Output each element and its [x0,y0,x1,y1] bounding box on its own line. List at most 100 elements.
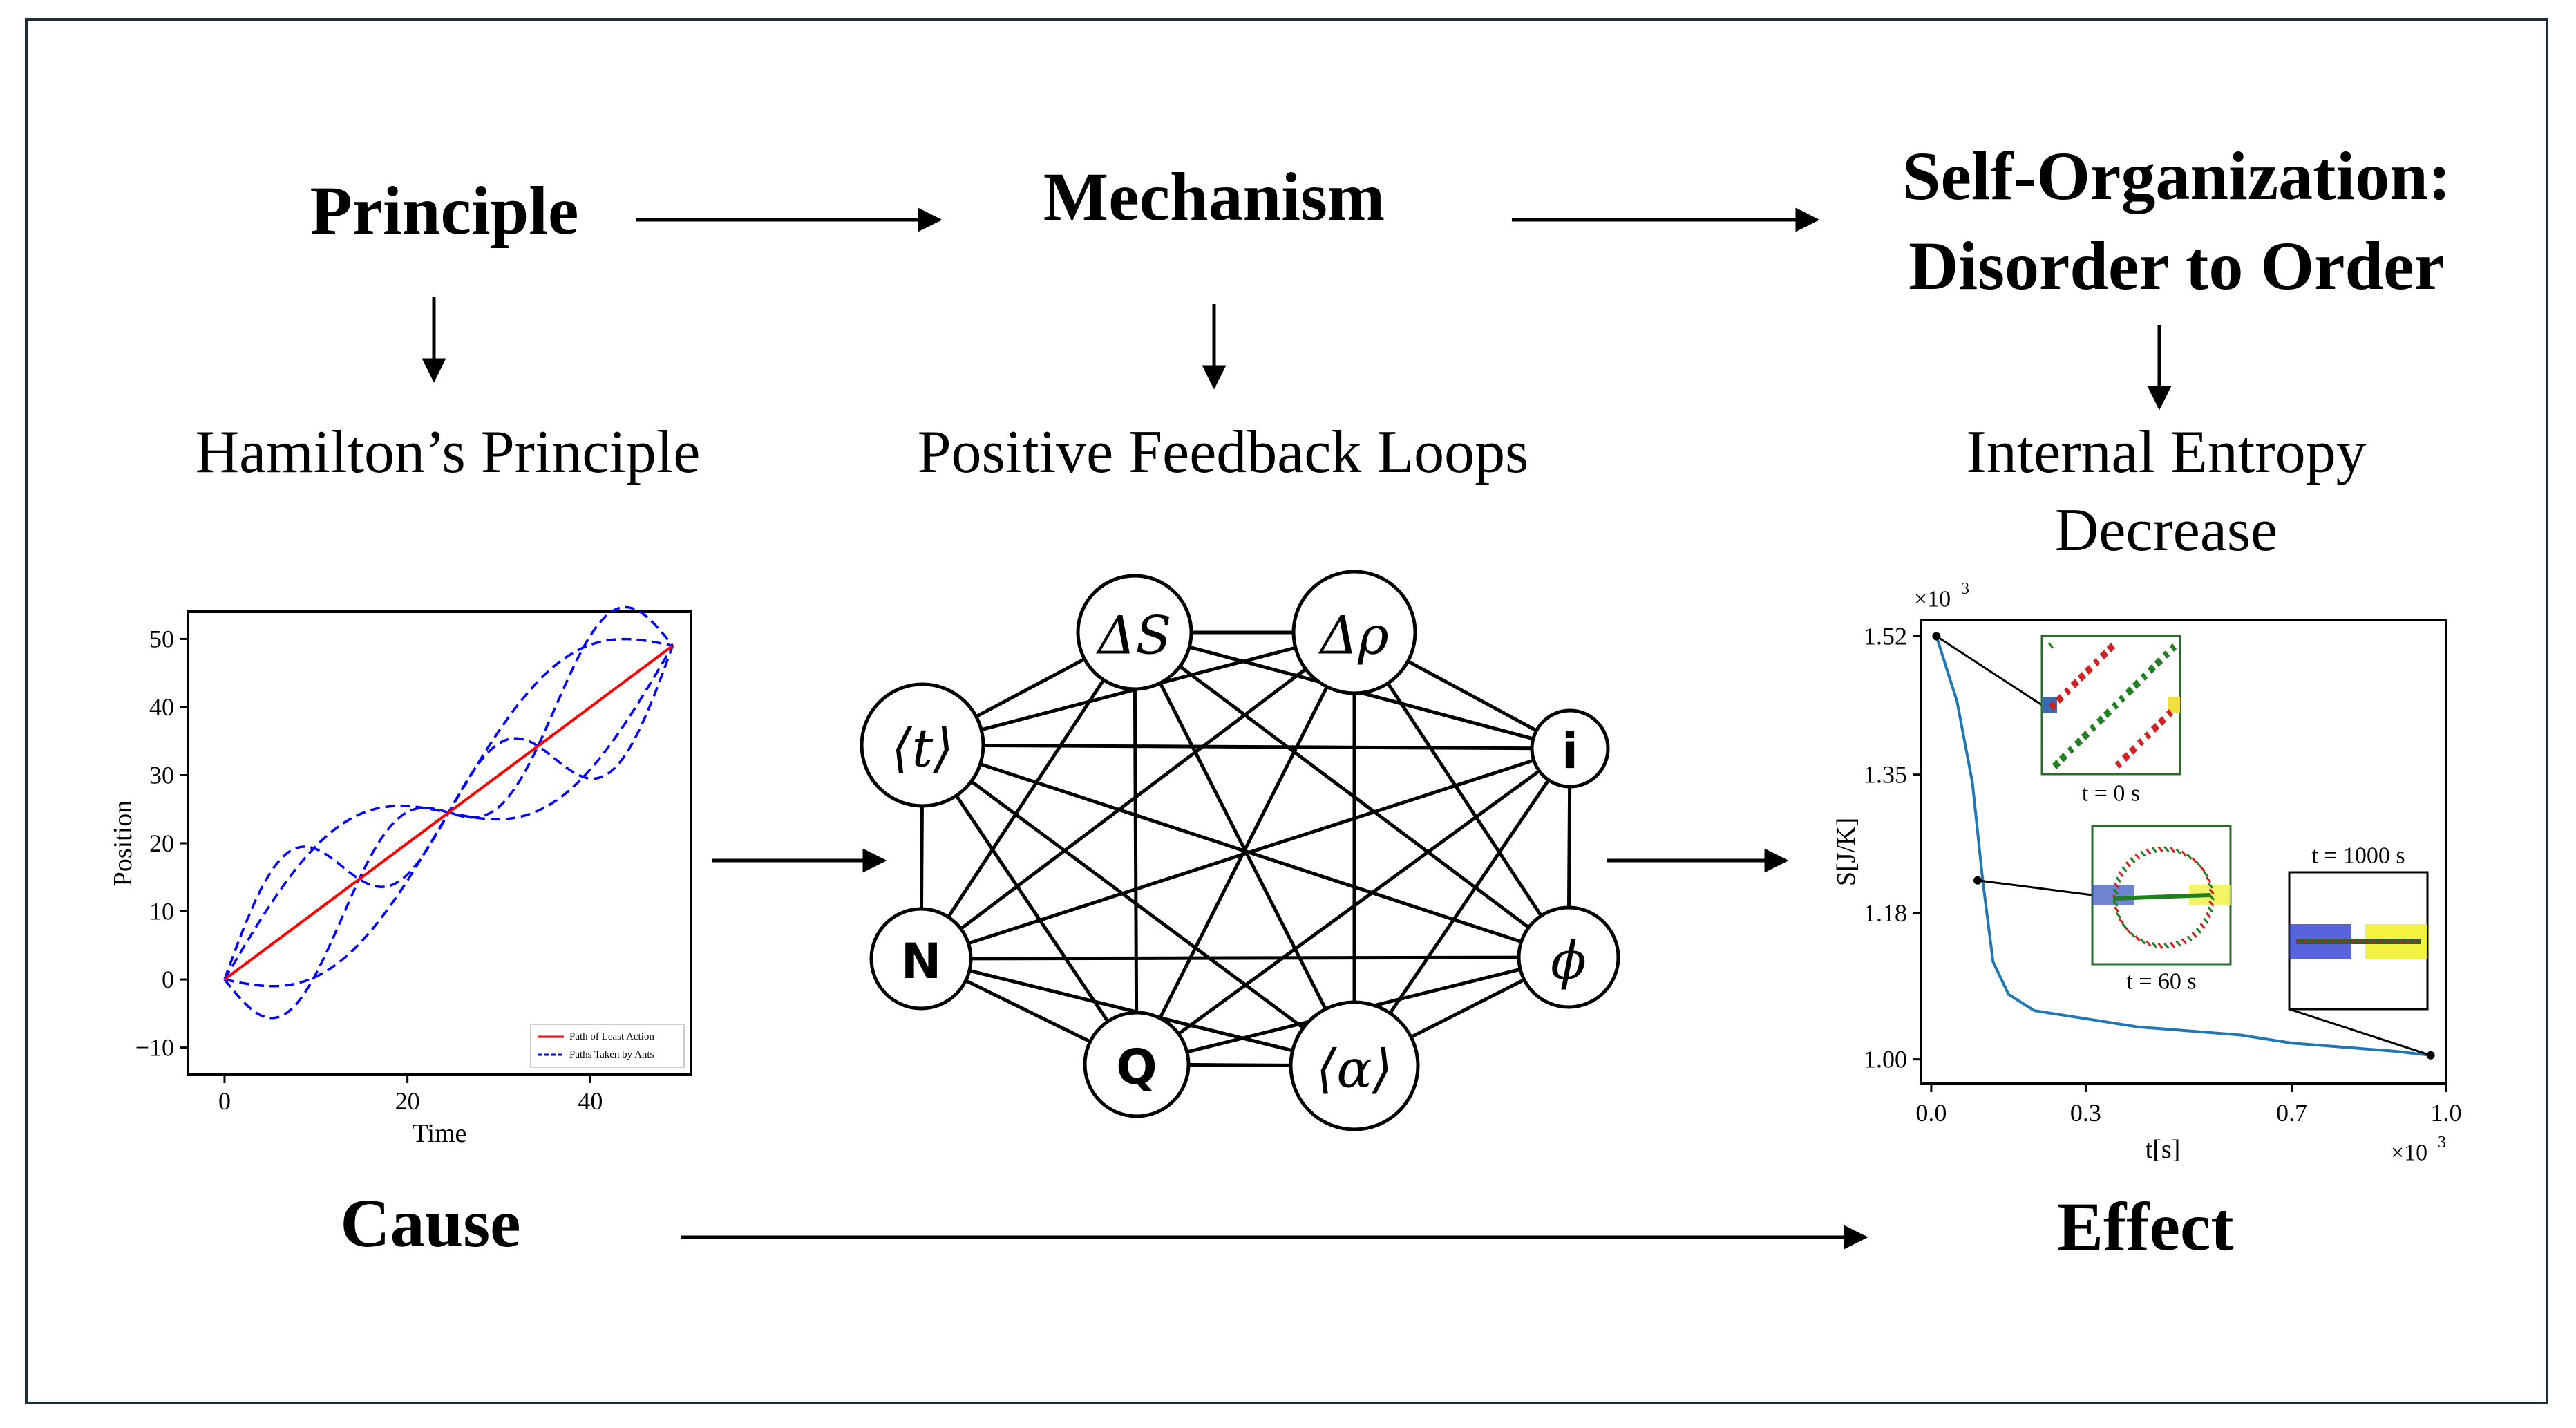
agent-0-5 [2051,701,2058,708]
agent-1-12 [2163,942,2170,949]
left-plot-area [187,610,692,1076]
agent-0-14 [2157,657,2163,664]
agent-1-7 [2191,931,2197,938]
edge-t-phi [922,743,1569,959]
agent-0-23 [2138,738,2145,745]
agent-0-22 [2112,702,2119,708]
agent-0-74 [2074,740,2081,747]
agent-0-79 [2077,675,2084,682]
agent-1-4 [2203,917,2209,924]
agent-0-7 [2102,650,2109,657]
inset-label-2: t = 1000 s [2311,843,2405,869]
right-ylabel: S[J/K] [1832,818,1861,886]
right-xlabel: t[s] [2146,1135,2181,1164]
agent-0-68 [2169,645,2176,652]
self-organization-heading-line1: Self-Organization: [1902,138,2452,214]
agent-0-59 [2063,688,2070,695]
node-Q [1083,1011,1191,1118]
agent-1-16 [2140,938,2146,945]
agent-0-40 [2075,739,2082,746]
agent-1-0 [2208,894,2215,901]
node-label-dS: ΔS [1096,605,1172,666]
agent-0-82 [2154,660,2161,667]
agent-0-47 [2130,746,2137,753]
agent-0-30 [2068,746,2075,753]
agent-0-1 [2073,679,2080,686]
agent-0-62 [2140,674,2147,681]
agent-1-41 [2181,850,2187,857]
agent-1-22 [2115,912,2122,919]
positive-feedback-label: Positive Feedback Loops [917,419,1529,486]
agent-1-10 [2175,940,2181,947]
left-ytick-label-50: 50 [149,625,174,652]
agent-0-33 [2145,731,2152,738]
node-label-phi: ϕ [1551,930,1587,991]
left-xtick-label-0: 0 [218,1087,231,1115]
right-y-multiplier-exp: 3 [1961,580,1969,598]
agent-1-20 [2121,923,2128,930]
agent-0-61 [2114,762,2121,769]
agent-1-11 [2169,941,2176,948]
agent-0-86 [2132,682,2139,689]
agent-0-66 [2118,696,2125,703]
agent-1-18 [2130,931,2136,938]
right-xtick-label-1: 1.0 [2431,1099,2462,1127]
agent-1-34 [2140,850,2146,857]
agent-0-32 [2119,695,2126,702]
agent-0-56 [2111,703,2118,710]
agent-1-15 [2146,940,2152,947]
agent-0-85 [2106,646,2113,652]
agent-1-19 [2125,927,2132,934]
node-dS [1076,574,1193,691]
agent-0-11 [2080,672,2087,679]
agent-0-27 [2116,760,2123,767]
agent-0-50 [2082,732,2089,739]
agent-1-31 [2125,861,2132,868]
agent-0-10 [2054,760,2061,767]
agent-1-37 [2157,846,2163,853]
node-label-i: i [1562,723,1578,780]
agent-0-39 [2049,702,2056,709]
agent-0-15 [2058,694,2065,701]
agent-1-26 [2112,888,2119,895]
internal-entropy-label-line2: Decrease [2054,497,2278,564]
principle-heading: Principle [310,172,579,249]
hamilton-principle-label: Hamilton’s Principle [195,419,701,486]
agent-0-8 [2128,686,2134,693]
left-ytick-label--10: −10 [135,1034,174,1062]
agent-0-44 [2053,761,2060,768]
agent-1-6 [2195,927,2202,934]
agent-1-8 [2186,935,2193,942]
left-xtick-label-40: 40 [578,1087,603,1115]
agent-0-84 [2081,733,2087,740]
agent-1-43 [2191,857,2197,864]
agent-0-53 [2159,717,2166,724]
agent-1-44 [2195,861,2202,868]
agent-0-70 [2096,718,2103,725]
right-ytick-label-1.52: 1.52 [1864,623,1907,650]
left-xlabel: Time [413,1119,467,1148]
agent-1-45 [2199,865,2206,872]
agent-0-65 [2092,659,2099,666]
right-x-multiplier: ×10 [2391,1140,2427,1166]
left-ytick-label-0: 0 [162,966,174,993]
agent-1-35 [2146,848,2152,855]
agent-0-64 [2067,747,2074,754]
node-i [1530,708,1610,789]
agent-0-21 [2087,665,2094,672]
agent-0-69 [2070,682,2077,688]
agent-0-24 [2163,650,2170,657]
agent-0-57 [2137,740,2143,746]
inset-label-1: t = 60 s [2126,969,2196,995]
agent-1-14 [2151,941,2158,948]
agent-1-27 [2114,882,2120,889]
agent-0-28 [2141,673,2148,679]
agent-1-40 [2175,848,2181,855]
agent-1-13 [2157,942,2163,949]
agent-0-76 [2125,689,2132,696]
agent-0-41 [2101,651,2108,658]
agent-0-0 [2047,642,2054,649]
legend-label-blue: Paths Taken by Ants [569,1049,654,1060]
